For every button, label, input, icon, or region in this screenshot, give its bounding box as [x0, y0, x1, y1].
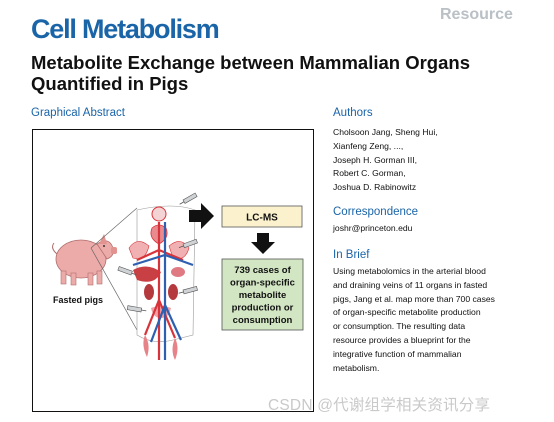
result-line: organ-specific [230, 278, 295, 289]
kidney-left [144, 284, 154, 300]
in-brief-line: integrative function of mammalian [333, 348, 462, 359]
author-line: Cholsoon Jang, Sheng Hui, [333, 127, 438, 137]
article-title: Metabolite Exchange between Mammalian Or… [31, 52, 470, 94]
in-brief-line: or consumption. The resulting data [333, 321, 466, 332]
projection-lines [90, 207, 138, 331]
result-line: production or [232, 303, 294, 314]
sampling-syringes [117, 192, 198, 313]
syringe-icon [178, 238, 198, 249]
author-line: Robert C. Gorman, [333, 168, 406, 179]
in-brief-line: of organ-specific metabolite production [333, 307, 481, 318]
graphical-abstract-figure: Fasted pigs [32, 129, 314, 412]
brain-organ [151, 206, 167, 222]
graphical-abstract-svg: Fasted pigs [52, 192, 304, 360]
veins [132, 222, 194, 360]
result-line: consumption [233, 315, 293, 326]
limb-muscle [143, 335, 178, 360]
down-arrow-icon [251, 233, 275, 254]
in-brief-heading: In Brief [333, 249, 370, 261]
in-brief-line: Using metabolomics in the arterial blood [333, 266, 486, 276]
in-brief-line: metabolism. [333, 362, 380, 373]
result-line: 739 cases of [234, 265, 291, 276]
arteries [136, 222, 184, 360]
in-brief-line: and draining veins of 11 organs in faste… [333, 279, 488, 290]
liver-organ [133, 266, 161, 282]
pig-label: Fasted pigs [53, 295, 103, 305]
correspondence-email[interactable]: joshr@princeton.edu [333, 223, 413, 233]
result-text: 739 cases of organ-specific metabolite p… [230, 265, 295, 326]
author-line: Xianfeng Zeng, ..., [333, 140, 404, 151]
vascular-organ-map [128, 206, 194, 360]
in-brief-line: pigs, Jang et al. map more than 700 case… [333, 293, 495, 304]
spleen-organ [171, 267, 185, 277]
lcms-label: LC-MS [246, 213, 278, 224]
authors-heading: Authors [333, 107, 373, 119]
pig-illustration [52, 234, 117, 286]
graphical-abstract-heading: Graphical Abstract [31, 107, 125, 119]
result-box [221, 258, 304, 331]
syringe-icon [126, 305, 147, 313]
journal-name: Cell Metabolism [31, 14, 220, 44]
author-line: Joshua D. Rabinowitz [333, 182, 417, 193]
watermark-text: CSDN @代谢组学相关资讯分享 [268, 397, 491, 414]
result-line: metabolite [239, 290, 287, 301]
in-brief-text: Using metabolomics in the arterial blood… [333, 265, 551, 375]
kidney-right [168, 284, 178, 300]
lcms-box [221, 205, 303, 228]
author-line: Joseph H. Gorman III, [333, 154, 418, 165]
article-type-label: Resource [440, 6, 513, 23]
syringe-icon [179, 192, 198, 205]
in-brief-line: resource provides a blueprint for the [333, 334, 471, 345]
authors-list: Cholsoon Jang, Sheng Hui, Xianfeng Zeng,… [333, 126, 438, 195]
correspondence-heading: Correspondence [333, 206, 419, 218]
syringe-icon [178, 286, 198, 295]
right-arrow-icon [189, 203, 214, 229]
syringe-icon [117, 266, 137, 276]
